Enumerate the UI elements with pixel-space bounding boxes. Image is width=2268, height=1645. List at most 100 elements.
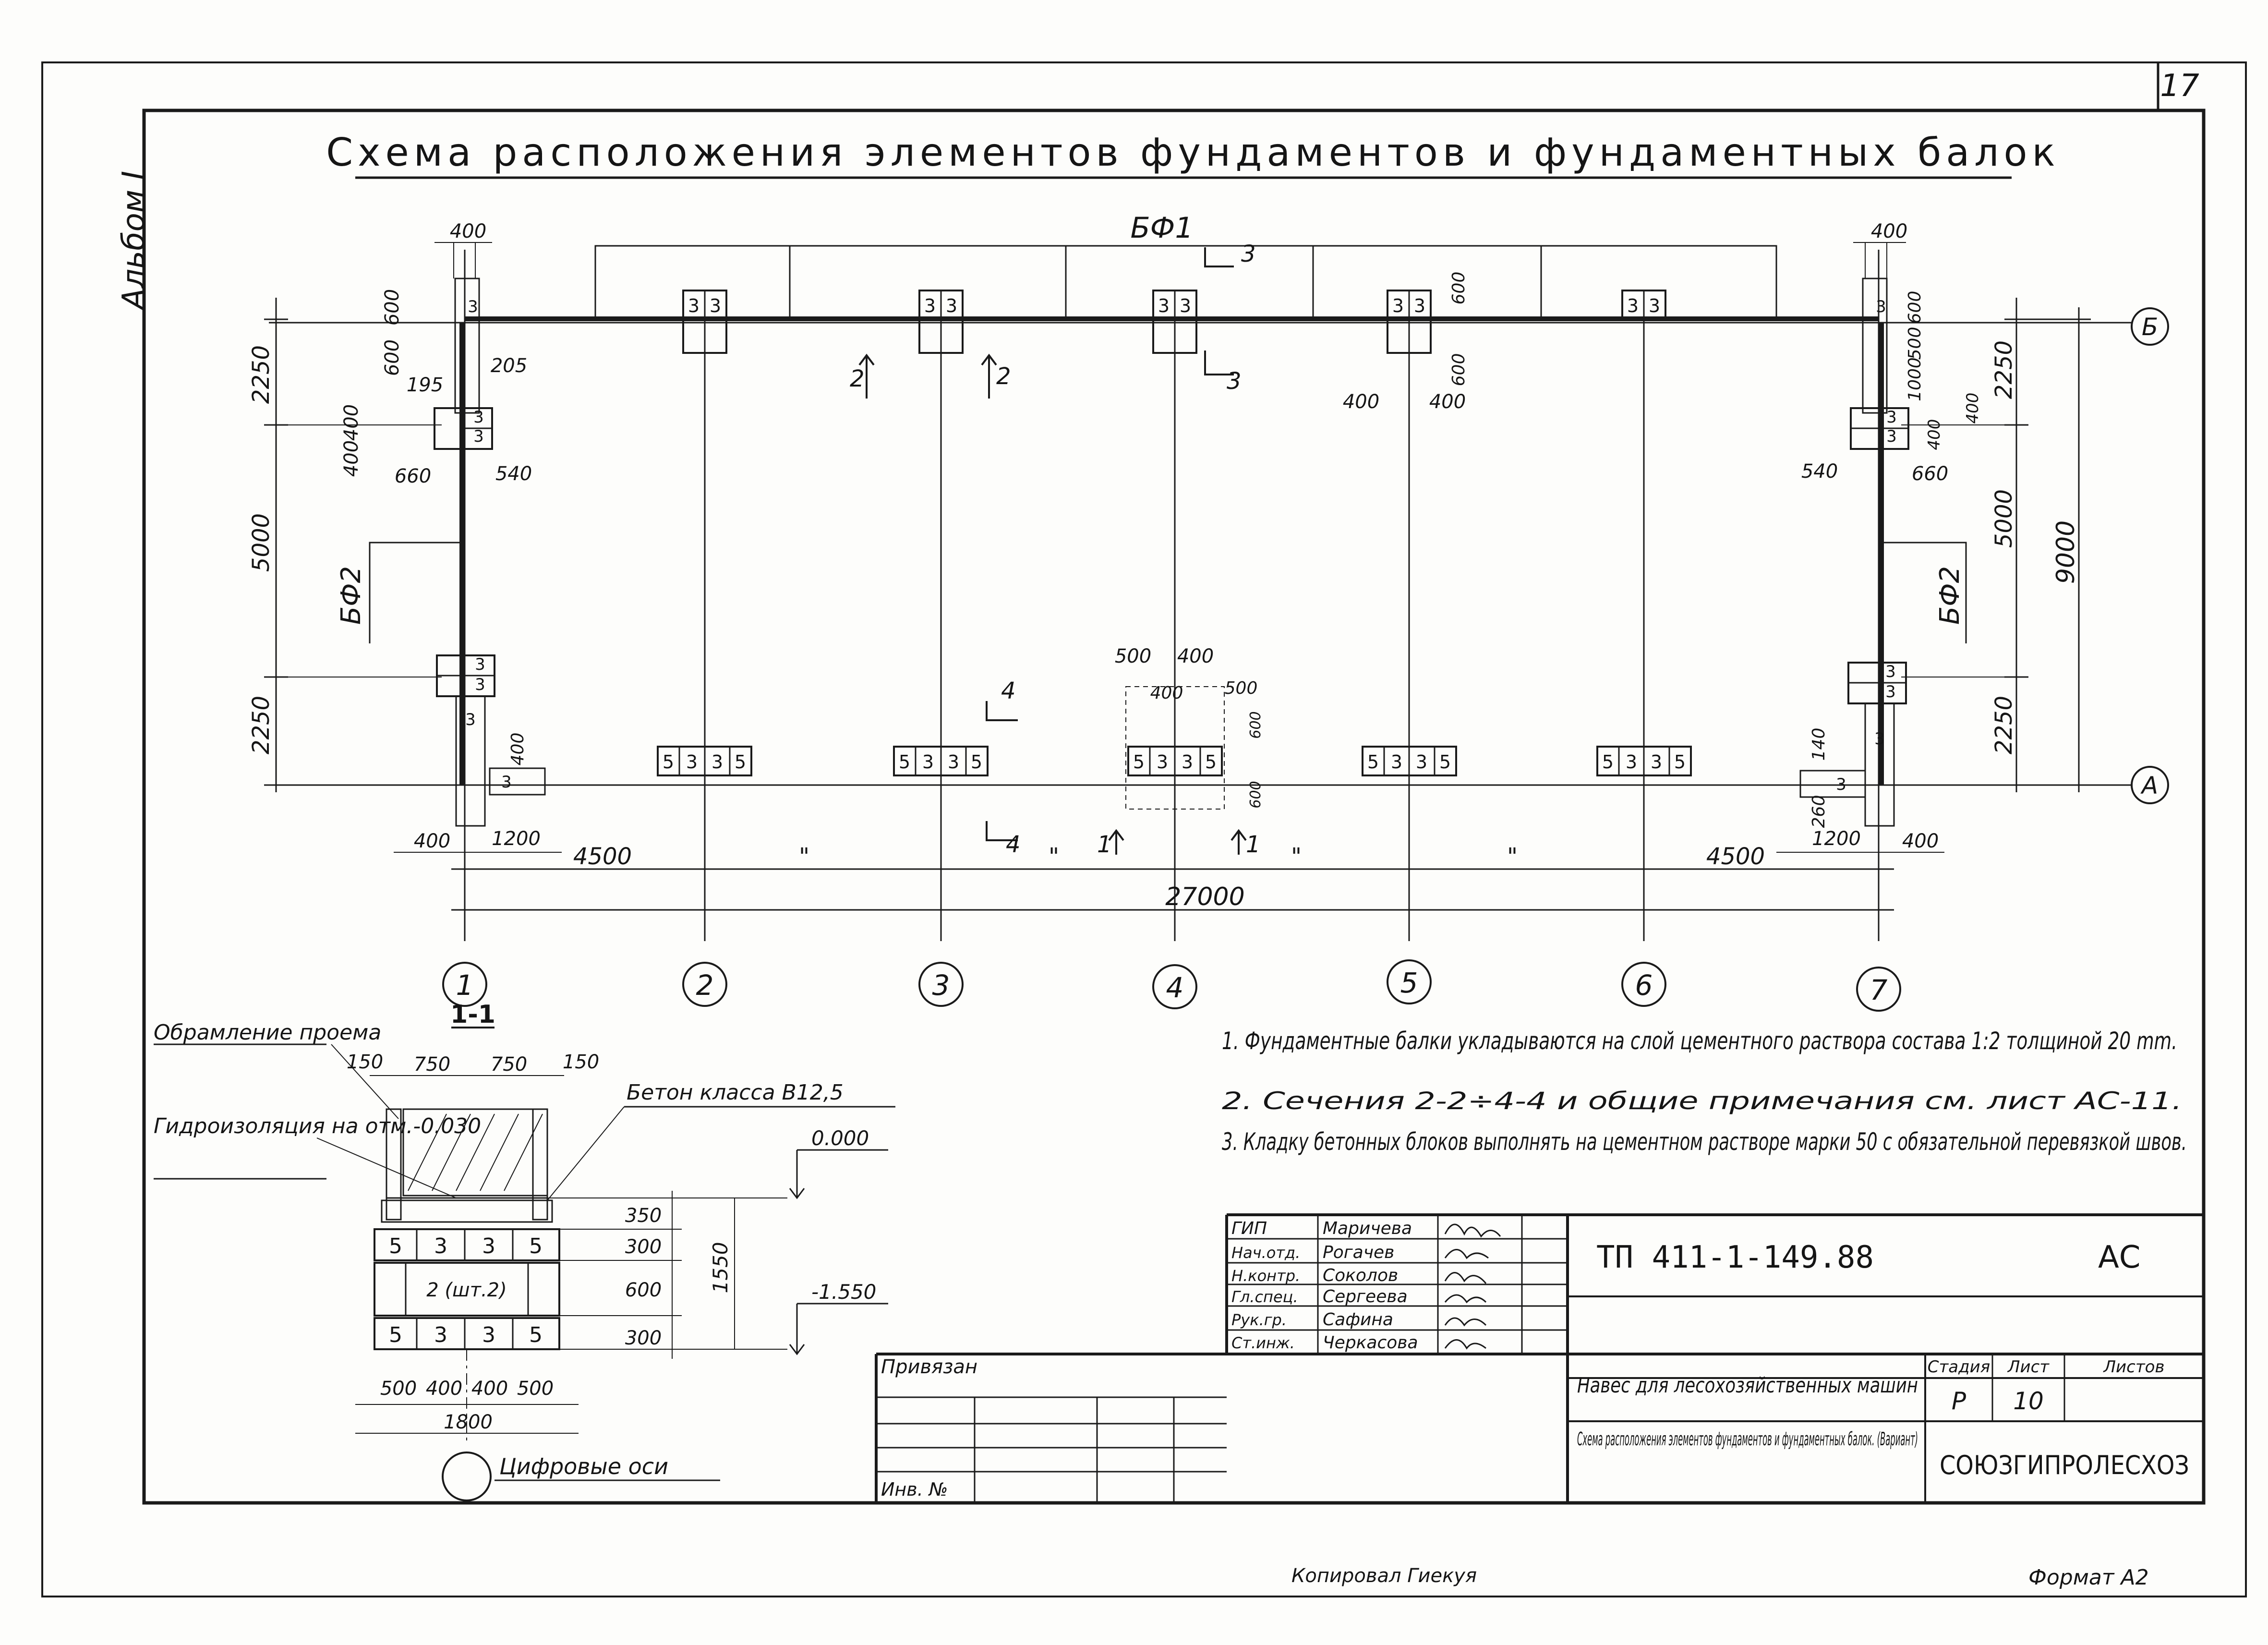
block-group-bottom-col2: 5 3 3 5: [657, 746, 752, 776]
beam-bf1-label: БФ1: [1131, 211, 1194, 245]
dim: 660: [395, 465, 431, 487]
block-label: 3: [1626, 751, 1637, 773]
stamp-role: Н.контр.: [1231, 1267, 1300, 1285]
side-blocks-left: 3 3 3 3 3 3 3: [434, 278, 546, 827]
axis-marker-B: [2131, 307, 2169, 346]
dimension-texts: 400 600 600 195 205 2250 5000 2250 400 4…: [248, 220, 2080, 911]
block-label: 3: [1158, 295, 1170, 316]
section-layer-height: 350: [625, 1205, 662, 1227]
block-group-bottom-col5: 5 3 3 5: [1362, 746, 1457, 776]
block-label: 3: [688, 295, 700, 316]
dim: 400: [1429, 391, 1466, 413]
dim: 2250: [1991, 340, 2017, 399]
dim: 400: [1177, 645, 1214, 667]
organization: СОЮЗГИПРОЛЕСХОЗ: [1940, 1450, 2189, 1480]
block-label: 3: [1392, 295, 1404, 316]
axis-label-6: 6: [1635, 969, 1653, 1002]
block-label: 3: [1157, 751, 1168, 773]
dim: ": [1291, 843, 1302, 870]
block-label: 3: [1391, 751, 1402, 773]
notes: 1. Фундаментные балки укладываются на сл…: [1222, 1027, 2187, 1156]
section-top-dim: 150: [347, 1051, 383, 1073]
stamp-name: Сафина: [1323, 1310, 1393, 1330]
concrete-label: Бетон класса В12,5: [627, 1080, 844, 1105]
block-label: 5: [1205, 751, 1217, 773]
block-label: 3: [1876, 297, 1886, 316]
block-label: 5: [1367, 751, 1379, 773]
dim: 400: [450, 220, 486, 242]
project-code: ТП 411-1-149.88: [1596, 1240, 1874, 1275]
note-3: 3. Кладку бетонных блоков выполнять на ц…: [1222, 1128, 2187, 1156]
section-top-dim: 750: [491, 1053, 527, 1076]
block-label: 3: [1885, 682, 1896, 702]
sheet-title: Схема расположения элементов фундаментов…: [1577, 1428, 1918, 1450]
section-top-dim: 150: [563, 1051, 599, 1073]
block-label: 3: [468, 297, 478, 316]
stamp-role: ГИП: [1231, 1219, 1267, 1238]
axis-marker-5: [1387, 959, 1432, 1004]
block-label: 3: [1649, 295, 1660, 316]
block-group-top-col4: 3 3: [1152, 290, 1197, 354]
axis-marker-2: [682, 962, 727, 1007]
axis-marker-3: [918, 962, 964, 1007]
block-label: 3: [1886, 427, 1897, 446]
top-row-blocks: 3 3 3 3 3 3 3 3 3 3: [682, 290, 1666, 354]
dim: 9000: [2051, 520, 2080, 584]
section-title: 1-1: [450, 1000, 495, 1029]
block-label: 3: [1874, 729, 1885, 749]
side-blocks-right: 3 3 3 3 3 3 3: [1799, 278, 1909, 827]
dim: 600: [1449, 272, 1469, 305]
axis-label-4: 4: [1166, 971, 1184, 1004]
section-layer-height: 300: [625, 1327, 662, 1349]
waterproof-label: Гидроизоляция на отм.-0.030: [154, 1114, 481, 1138]
block-label: 3: [710, 295, 721, 316]
axis-marker-6: [1621, 962, 1666, 1007]
dim: 4500: [1706, 843, 1765, 870]
footing-outline-col4: [1125, 686, 1225, 810]
dim: 5000: [1991, 489, 2017, 548]
axis-label-A: А: [2140, 772, 2158, 799]
block-label: 5: [971, 751, 982, 773]
sheet-format: Формат А2: [2028, 1565, 2149, 1590]
axis-label-2: 2: [696, 969, 714, 1002]
dim: ": [1049, 843, 1059, 870]
dim: 195: [407, 374, 443, 396]
beam-bf2-right-leader: [1884, 542, 1967, 643]
section-middle-block: 2 (шт.2): [426, 1279, 507, 1301]
object-title: Навес для лесохозяйственных машин: [1577, 1373, 1918, 1398]
section-mark-label: 3: [1241, 241, 1256, 267]
stamp-role: Рук.гр.: [1231, 1311, 1287, 1329]
block-label: 3: [1414, 295, 1425, 316]
block-label: 3: [1886, 408, 1897, 427]
section-block-label: 3: [482, 1323, 495, 1347]
section-block-label: 5: [529, 1234, 543, 1258]
section-bottom-dim: 500: [380, 1378, 417, 1400]
dim: 260: [1809, 795, 1829, 828]
section-bottom-dim: 500: [517, 1378, 554, 1400]
signature-scribbles: [1444, 1223, 1501, 1350]
axis-marker-7: [1856, 967, 1901, 1012]
dim: ": [799, 843, 809, 870]
note-1: 1. Фундаментные балки укладываются на сл…: [1222, 1027, 2177, 1055]
block-label: 3: [922, 751, 934, 773]
note-2: 2. Сечения 2-2÷4-4 и общие примечания см…: [1222, 1087, 2182, 1115]
dim: 1200: [492, 828, 541, 850]
block-label: 3: [1180, 295, 1191, 316]
dim: 400: [1963, 393, 1982, 424]
axis-label-5: 5: [1400, 967, 1418, 999]
sheets-header: Листов: [2102, 1357, 2164, 1377]
dim: 27000: [1165, 883, 1244, 911]
album-label: Альбом I: [116, 171, 152, 312]
block-label: 3: [465, 710, 476, 729]
block-group-top-col6: 3 3: [1621, 290, 1666, 320]
beam-bf2-right-label: БФ2: [1934, 566, 1966, 625]
dim: 400: [1925, 419, 1944, 450]
section-marks: 3 3 2 2 4 4 1 1: [850, 241, 1261, 858]
axis-label-3: 3: [932, 969, 950, 1002]
title-block: ГИП Нач.отд. Н.контр. Гл.спец. Рук.гр. С…: [875, 1213, 2204, 1503]
dim: 660: [1912, 463, 1948, 485]
stamp-name: Соколов: [1323, 1266, 1398, 1285]
dim: 2250: [1991, 696, 2017, 754]
dim: 2250: [248, 345, 275, 404]
